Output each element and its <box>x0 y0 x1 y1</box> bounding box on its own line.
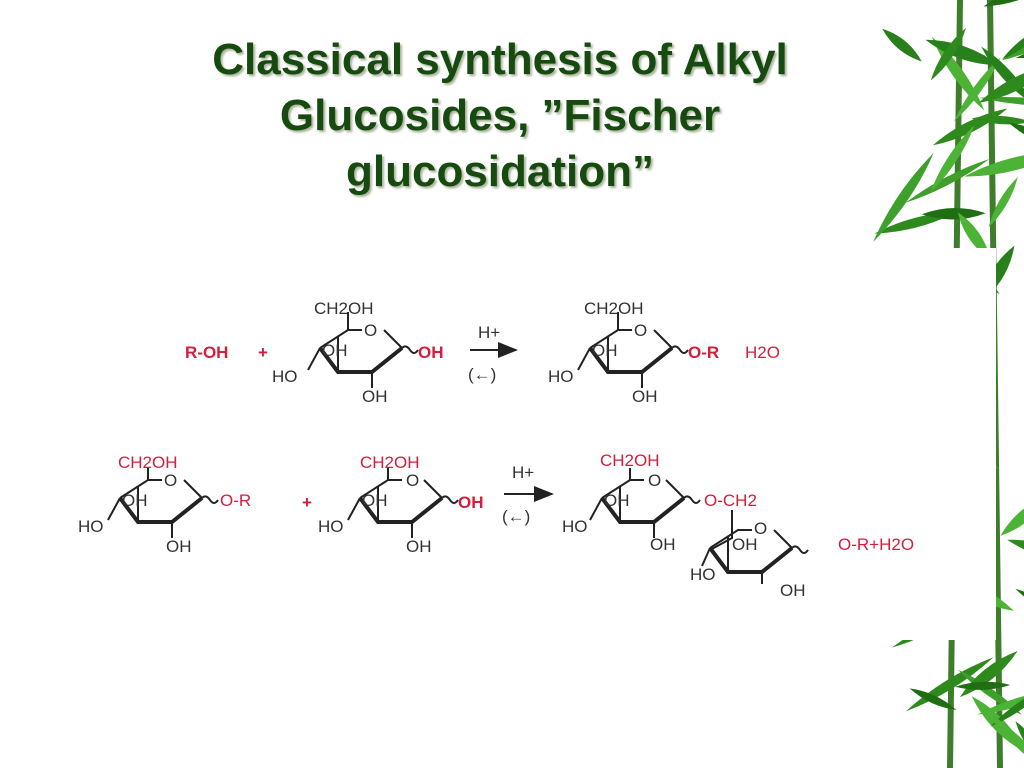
bamboo-leaf <box>882 28 922 62</box>
ring-oxygen: O <box>648 471 661 490</box>
left-ho: HO <box>562 517 588 536</box>
title-line-1: Classical synthesis of Alkyl <box>212 35 788 84</box>
water-byproduct: H2O <box>745 343 780 362</box>
bamboo-leaf <box>930 27 967 81</box>
bottom-oh: OH <box>780 581 806 600</box>
ring-oh: OH <box>732 535 758 554</box>
alkyl-glucoside-reactant: CH2OH O OH HO OH O-R <box>78 453 251 556</box>
ch2oh-group: CH2OH <box>584 299 644 318</box>
anomeric-oh: OH <box>418 343 444 362</box>
left-ho: HO <box>548 367 574 386</box>
bamboo-leaf <box>1000 495 1024 536</box>
reaction-panel <box>40 248 996 640</box>
glucose-molecule: CH2OH O OH HO OH OH <box>272 299 444 406</box>
alkoxy-group: O-R <box>688 343 719 362</box>
catalyst-label: H+ <box>512 463 534 482</box>
alkoxy-group: O-R <box>220 491 251 510</box>
anomeric-oh: OH <box>458 493 484 512</box>
bamboo-leaf <box>978 64 1024 103</box>
plus-sign: + <box>258 343 268 362</box>
left-ho: HO <box>78 517 104 536</box>
bamboo-leaf <box>983 0 1024 7</box>
glucose-molecule: CH2OH O OH HO OH OH <box>318 453 484 556</box>
ch2oh-group: CH2OH <box>314 299 374 318</box>
ch2oh-group: CH2OH <box>118 453 178 472</box>
ch2oh-group: CH2OH <box>360 453 420 472</box>
bamboo-leaf <box>954 57 1001 122</box>
bottom-oh: OH <box>632 387 658 406</box>
disaccharide-product-upper: CH2OH O OH HO OH O-CH2 <box>562 451 757 554</box>
ring-oxygen: O <box>406 471 419 490</box>
ring-oh: OH <box>322 341 348 360</box>
ring-oh: OH <box>362 491 388 510</box>
glucoside-product: CH2OH O OH HO OH O-R <box>548 299 719 406</box>
slide-title: Classical synthesis of Alkyl Glucosides,… <box>100 32 900 200</box>
bamboo-leaf <box>925 39 1000 66</box>
ring-oxygen: O <box>754 519 767 538</box>
bamboo-leaf <box>873 152 934 242</box>
bamboo-leaf <box>905 159 990 203</box>
bamboo-leaf <box>1001 23 1024 61</box>
left-ho: HO <box>272 367 298 386</box>
bottom-oh: OH <box>166 537 192 556</box>
reaction-2: CH2OH O OH HO OH O-R + CH2OH O OH HO OH … <box>78 451 914 600</box>
title-line-2: Glucosides, ”Fischer <box>279 91 721 140</box>
bamboo-leaf <box>983 708 1024 768</box>
bamboo-leaf <box>930 125 975 193</box>
bamboo-leaf <box>957 212 991 260</box>
equilibrium-arrows: H+ (←) <box>502 463 554 526</box>
reverse-arrow: (←) <box>468 365 496 384</box>
alcohol-reactant: R-OH <box>185 343 228 362</box>
disaccharide-product-lower: O OH HO OH O-R+H2O <box>690 519 914 600</box>
bamboo-leaf <box>921 208 986 220</box>
bottom-oh: OH <box>650 535 676 554</box>
ring-oh: OH <box>592 341 618 360</box>
bamboo-leaf <box>964 151 1024 177</box>
bamboo-leaf <box>874 211 958 234</box>
ring-oxygen: O <box>164 471 177 490</box>
ch2oh-group: CH2OH <box>600 451 660 470</box>
ring-oxygen: O <box>364 321 377 340</box>
reaction-1: R-OH + CH2OH O OH HO OH OH H+ (←) <box>185 299 780 406</box>
plus-sign: + <box>302 493 312 512</box>
bamboo-leaf <box>988 177 1018 228</box>
ring-oxygen: O <box>634 321 647 340</box>
catalyst-label: H+ <box>478 323 500 342</box>
ring-oh: OH <box>122 491 148 510</box>
alkoxy-and-water: O-R+H2O <box>838 535 914 554</box>
reverse-arrow: (←) <box>502 507 530 526</box>
equilibrium-arrows: H+ (←) <box>468 323 518 384</box>
glycosidic-link: O-CH2 <box>704 491 757 510</box>
title-line-3: glucosidation” <box>346 147 654 196</box>
bottom-oh: OH <box>406 537 432 556</box>
left-ho: HO <box>690 565 716 584</box>
bamboo-leaf <box>990 683 1024 727</box>
bamboo-leaf <box>909 688 957 710</box>
bottom-oh: OH <box>362 387 388 406</box>
bamboo-leaf <box>971 115 1024 125</box>
bamboo-leaf <box>979 97 1024 107</box>
bamboo-leaf <box>955 681 1011 690</box>
ring-oh: OH <box>604 491 630 510</box>
left-ho: HO <box>318 517 344 536</box>
bamboo-leaf <box>981 46 1024 105</box>
